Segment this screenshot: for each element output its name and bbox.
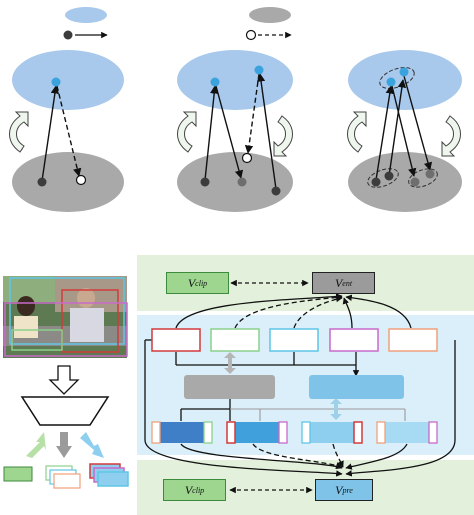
- bbox-magenta: [4, 302, 128, 357]
- panel-2-cycle-arrow-right: [273, 115, 293, 157]
- encoder-trapezoid: [20, 396, 110, 426]
- bbox-cyan: [9, 277, 125, 345]
- person-right-body: [70, 308, 104, 342]
- output-green-box: [3, 466, 33, 482]
- panel-3-cycle-arrow-left: [347, 111, 367, 153]
- branch-arrow-gray: [56, 432, 72, 458]
- branch-arrow-green: [26, 432, 46, 458]
- panel-3-arrow-4: [403, 75, 433, 171]
- person-left: [17, 296, 35, 316]
- panel-2-blue-point-2: [254, 65, 264, 75]
- query-box-cyan: [269, 328, 319, 352]
- panel-3-arrow-3: [388, 79, 407, 177]
- panel-1-gray-ellipse: [12, 152, 124, 212]
- feature-bars-row: [151, 421, 438, 444]
- v-ent-sub: ent: [342, 278, 353, 288]
- panel-1-solid-arrow: [41, 85, 60, 182]
- panel-2-white-point: [241, 152, 253, 164]
- query-box-green: [210, 328, 260, 352]
- video-frame: [3, 276, 128, 358]
- panel-1-cycle-arrow-fill: [9, 111, 29, 153]
- panel-2-gray-point: [237, 177, 247, 187]
- panel-2-dashed-arrow: [244, 73, 260, 154]
- output-stack-filled: [89, 463, 129, 487]
- v-ent-main: V: [334, 275, 343, 290]
- panel-3-gray-point-2: [425, 169, 435, 179]
- v-pre-sub: pre: [342, 485, 353, 495]
- flowchart-connectors: [144, 279, 456, 494]
- person-left-body: [14, 316, 38, 338]
- panel-1-dark-point: [37, 177, 47, 187]
- legend-dark-point: [63, 30, 73, 40]
- v-clip-bottom-main: V: [184, 482, 193, 497]
- legend-white-point: [245, 29, 257, 41]
- panel-3-arrow-1: [375, 85, 394, 181]
- panel-2-solid-arrow-3: [256, 73, 277, 190]
- panel-1: [9, 50, 124, 212]
- query-box-red: [151, 328, 201, 352]
- down-arrow-hollow: [48, 365, 80, 395]
- panel-3-gray-cluster-1: [367, 168, 399, 188]
- legend-gray-ellipse: [249, 7, 291, 23]
- output-stack-outline: [45, 465, 81, 489]
- panel-3-blue-point-1: [386, 77, 396, 87]
- panel-3-blue-point-2: [399, 67, 409, 77]
- panel-2-dark-point-2: [271, 186, 281, 196]
- query-box-magenta: [329, 328, 379, 352]
- v-clip-bottom-sub: clip: [192, 485, 205, 495]
- v-clip-top-sub: clip: [195, 278, 208, 288]
- panel-2: [177, 50, 293, 212]
- query-boxes-row: [151, 328, 438, 352]
- panel-3-arrow-2: [391, 85, 417, 177]
- legend-blue-ellipse: [65, 7, 107, 23]
- panel-2-dark-point-1: [200, 177, 210, 187]
- panel-2-cycle-arrow-left: [177, 111, 197, 153]
- blue-aggregate-block: [309, 375, 404, 399]
- panel-3-dark-point-2: [384, 171, 394, 181]
- bbox-green: [11, 329, 63, 351]
- panel-2-solid-arrow-2: [215, 85, 244, 179]
- bbox-red: [61, 289, 119, 353]
- panel-1-blue-ellipse: [12, 50, 124, 110]
- panel-3-dark-point-1: [371, 177, 381, 187]
- person-right: [77, 288, 95, 308]
- v-pre-main: V: [335, 482, 343, 497]
- v-clip-top-main: V: [187, 275, 196, 290]
- branch-arrow-blue: [80, 432, 104, 458]
- panel-3-gray-ellipse: [348, 152, 462, 212]
- panel-1-white-point: [75, 174, 87, 186]
- gray-aggregate-block: [184, 375, 275, 399]
- panel-3: [347, 50, 462, 212]
- gray-double-arrow-1: [224, 352, 236, 374]
- panel-3-gray-cluster-2: [408, 168, 438, 188]
- blue-double-arrow: [330, 398, 342, 420]
- legend: [63, 7, 292, 41]
- panel-3-gray-point-1: [410, 177, 420, 187]
- query-box-salmon: [388, 328, 438, 352]
- panel-2-blue-ellipse: [177, 50, 293, 110]
- panel-2-solid-arrow-1: [204, 85, 219, 181]
- panel-2-blue-point-1: [210, 77, 220, 87]
- panel-3-cycle-arrow-right: [441, 115, 461, 157]
- panel-1-blue-point: [51, 77, 61, 87]
